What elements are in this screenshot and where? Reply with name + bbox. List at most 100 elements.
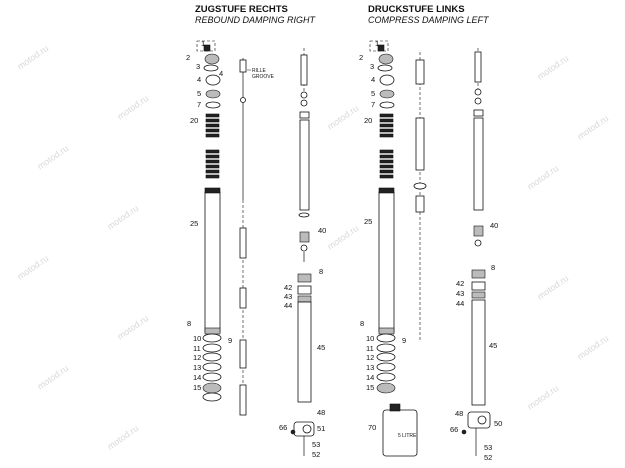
callout-44: 44: [284, 301, 292, 310]
callout-11: 11: [366, 344, 374, 353]
watermark: motod.ru: [535, 273, 570, 302]
callout-50: 50: [494, 419, 502, 428]
left-title: ZUGSTUFE RECHTS: [195, 4, 288, 15]
valve-part: [474, 88, 482, 96]
callout-14: 14: [193, 373, 201, 382]
inner-cartridge-part: [299, 119, 310, 211]
cartridge-part: [415, 195, 425, 213]
valve-part: [300, 91, 308, 99]
callout-66: 66: [279, 423, 287, 432]
watermark: motod.ru: [535, 53, 570, 82]
callout-45: 45: [489, 341, 497, 350]
watermark: motod.ru: [575, 333, 610, 362]
seal-part: [376, 372, 396, 382]
callout-20: 20: [364, 116, 372, 125]
callout-43: 43: [456, 289, 464, 298]
bushing-part: [471, 291, 486, 299]
seal-part: [202, 392, 222, 402]
right-title: DRUCKSTUFE LINKS: [368, 4, 465, 15]
outer-tube-top-part: [204, 187, 221, 194]
piston-rod-part: [300, 54, 308, 86]
callout-44: 44: [456, 299, 464, 308]
piston-rod-part: [474, 51, 482, 83]
oil-cap: [389, 403, 401, 412]
seal-part: [202, 333, 222, 343]
watermark: motod.ru: [35, 143, 70, 172]
oil-container: 5 LITRE: [382, 403, 418, 457]
inner-cartridge-part: [473, 117, 484, 211]
nut-part: [205, 89, 221, 99]
callout-53: 53: [484, 443, 492, 452]
callout-2: 2: [186, 53, 190, 62]
watermark: motod.ru: [115, 93, 150, 122]
seal-part: [376, 382, 396, 394]
callout-40: 40: [490, 221, 498, 230]
bushing-part: [471, 269, 486, 279]
callout-4: 4: [371, 75, 375, 84]
callout-11: 11: [193, 344, 201, 353]
callout-48: 48: [317, 408, 325, 417]
spacer-part: [379, 101, 395, 109]
watermark: motod.ru: [525, 163, 560, 192]
bushing-part: [471, 281, 486, 291]
spring-lower: [379, 149, 394, 179]
callout-10: 10: [366, 334, 374, 343]
outer-tube-bottom-part: [378, 327, 395, 335]
washer-part: [379, 74, 395, 86]
right-fork-group: DRUCKSTUFE LINKS COMPRESS DAMPING LEFT: [359, 4, 502, 462]
callout-42: 42: [456, 279, 464, 288]
spring-part: [298, 212, 310, 218]
cartridge-part: [239, 287, 247, 309]
valve-part: [474, 97, 482, 105]
callout-15: 15: [193, 383, 201, 392]
bolt-part: [461, 429, 467, 435]
callout-3: 3: [370, 62, 374, 71]
inner-tube-part: [297, 301, 312, 403]
valve-part: [300, 244, 308, 252]
callout-10: 10: [193, 334, 201, 343]
watermark: motod.ru: [105, 423, 140, 452]
left-subtitle: REBOUND DAMPING RIGHT: [195, 15, 317, 25]
valve-body-part: [473, 225, 484, 237]
callout-3: 3: [196, 62, 200, 71]
container-label: 5 LITRE: [398, 433, 417, 439]
spring-upper: [379, 113, 394, 138]
callout-52: 52: [312, 450, 320, 459]
spacer-part: [205, 101, 221, 109]
groove-label-2: GROOVE: [252, 74, 275, 80]
washer-part: [205, 74, 221, 86]
callout-40: 40: [318, 226, 326, 235]
axle-hole: [302, 424, 312, 434]
bushing-part: [297, 285, 312, 295]
valve-part: [473, 109, 484, 117]
callout-43: 43: [284, 292, 292, 301]
callout-8: 8: [187, 319, 191, 328]
left-fork-group: ZUGSTUFE RECHTS REBOUND DAMPING RIGHT: [186, 4, 326, 459]
watermark: motod.ru: [525, 383, 560, 412]
outer-tube-part: [378, 191, 395, 333]
seal-part: [202, 343, 222, 353]
seal-part: [202, 372, 222, 382]
valve-part: [474, 239, 482, 247]
bushing-part: [297, 295, 312, 303]
cap-part: [378, 53, 394, 65]
seal-part: [376, 352, 396, 362]
watermark: motod.ru: [115, 313, 150, 342]
seal-part: [202, 352, 222, 362]
cartridge-part: [239, 384, 247, 416]
callout-15: 15: [366, 383, 374, 392]
watermark: motod.ru: [575, 113, 610, 142]
watermark: motod.ru: [325, 103, 360, 132]
callout-20: 20: [190, 116, 198, 125]
watermark: motod.ru: [325, 223, 360, 252]
compression-adjuster-part: [415, 59, 425, 85]
callout-12: 12: [366, 353, 374, 362]
watermark: motod.ru: [15, 253, 50, 282]
watermark: motod.ru: [35, 363, 70, 392]
axle-hole: [477, 415, 487, 425]
rod-nut-part: [240, 97, 246, 103]
callout-25: 25: [364, 217, 372, 226]
o-ring-part: [203, 64, 219, 72]
seal-part: [376, 362, 396, 372]
